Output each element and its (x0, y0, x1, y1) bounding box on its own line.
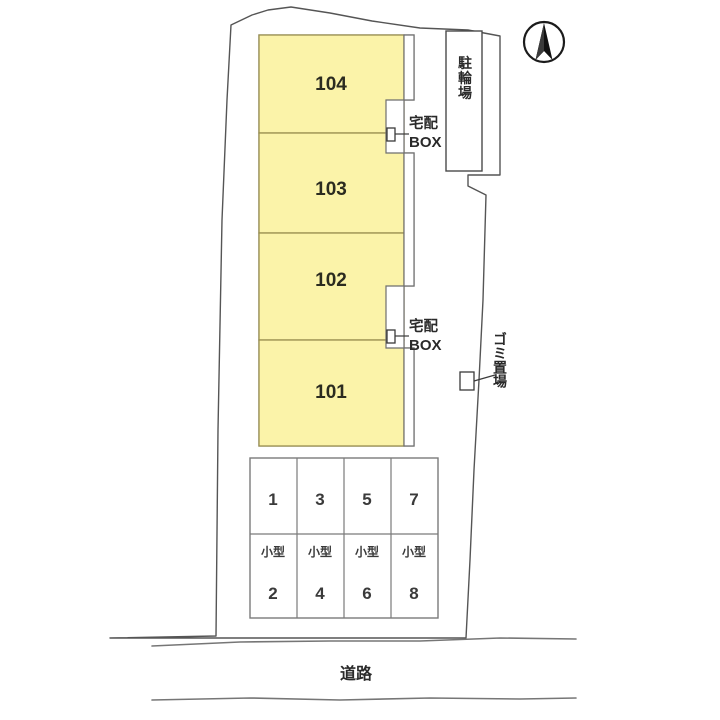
parking-stall-6-type: 小型 (355, 544, 379, 559)
parking-grid: 1 3 5 7 小型 2 小型 4 小型 6 小型 8 (249, 457, 439, 619)
unit-102-label: 102 (315, 270, 347, 291)
bicycle-parking-area[interactable]: 駐輪場 (445, 30, 483, 172)
unit-104[interactable]: 104 (258, 34, 405, 134)
garbage-area-marker (459, 371, 475, 391)
road-group: 道路 (151, 637, 577, 701)
parking-stall-1[interactable]: 1 (268, 490, 277, 509)
road-lower-edge (151, 697, 577, 701)
north-arrow-icon (522, 20, 566, 64)
unit-102[interactable]: 102 (258, 232, 405, 341)
bicycle-parking-label: 駐輪場 (456, 55, 472, 101)
parking-stall-3-number: 3 (315, 490, 324, 509)
garbage-area-label: ゴミ置場 (491, 331, 507, 389)
unit-103-area (258, 132, 405, 234)
parking-stall-5-number: 5 (362, 490, 371, 509)
building-units-group: 104 103 102 101 (258, 34, 415, 447)
parking-stall-2-type: 小型 (261, 544, 285, 559)
delivery-box-lower-label-line2: BOX (409, 337, 442, 354)
unit-101-area (258, 339, 405, 447)
parking-stall-7-number: 7 (409, 490, 418, 509)
parking-stall-6[interactable]: 小型 6 (355, 544, 379, 603)
parking-stall-5[interactable]: 5 (362, 490, 371, 509)
unit-101[interactable]: 101 (258, 339, 405, 447)
parking-stall-4[interactable]: 小型 4 (308, 544, 332, 603)
parking-stall-8-type: 小型 (402, 544, 426, 559)
delivery-box-upper-marker (386, 127, 396, 142)
unit-103-label: 103 (315, 179, 347, 200)
parking-stall-3[interactable]: 3 (315, 490, 324, 509)
parking-stall-4-type: 小型 (308, 544, 332, 559)
road-upper-edge (151, 637, 577, 647)
delivery-box-upper[interactable]: 宅配 BOX (386, 114, 442, 151)
unit-104-label: 104 (315, 74, 347, 95)
parking-stall-7[interactable]: 7 (409, 490, 418, 509)
unit-102-area (258, 232, 405, 341)
parking-stall-4-number: 4 (315, 584, 325, 603)
delivery-box-lower[interactable]: 宅配 BOX (386, 317, 442, 354)
parking-stall-1-number: 1 (268, 490, 277, 509)
parking-stall-8[interactable]: 小型 8 (402, 544, 426, 603)
garbage-area[interactable]: ゴミ置場 (459, 331, 507, 391)
unit-103[interactable]: 103 (258, 132, 405, 234)
parking-stall-8-number: 8 (409, 584, 418, 603)
parking-stall-2[interactable]: 小型 2 (261, 544, 285, 603)
parking-stall-2-number: 2 (268, 584, 277, 603)
bicycle-parking-box (445, 30, 483, 172)
road-label: 道路 (340, 664, 373, 683)
delivery-box-lower-label-line1: 宅配 (409, 317, 438, 335)
parking-stall-6-number: 6 (362, 584, 371, 603)
garbage-area-leader (473, 374, 496, 382)
delivery-box-upper-label-line2: BOX (409, 134, 442, 151)
delivery-box-lower-marker (386, 329, 396, 344)
delivery-box-upper-label-line1: 宅配 (409, 114, 438, 132)
unit-101-label: 101 (315, 382, 347, 403)
